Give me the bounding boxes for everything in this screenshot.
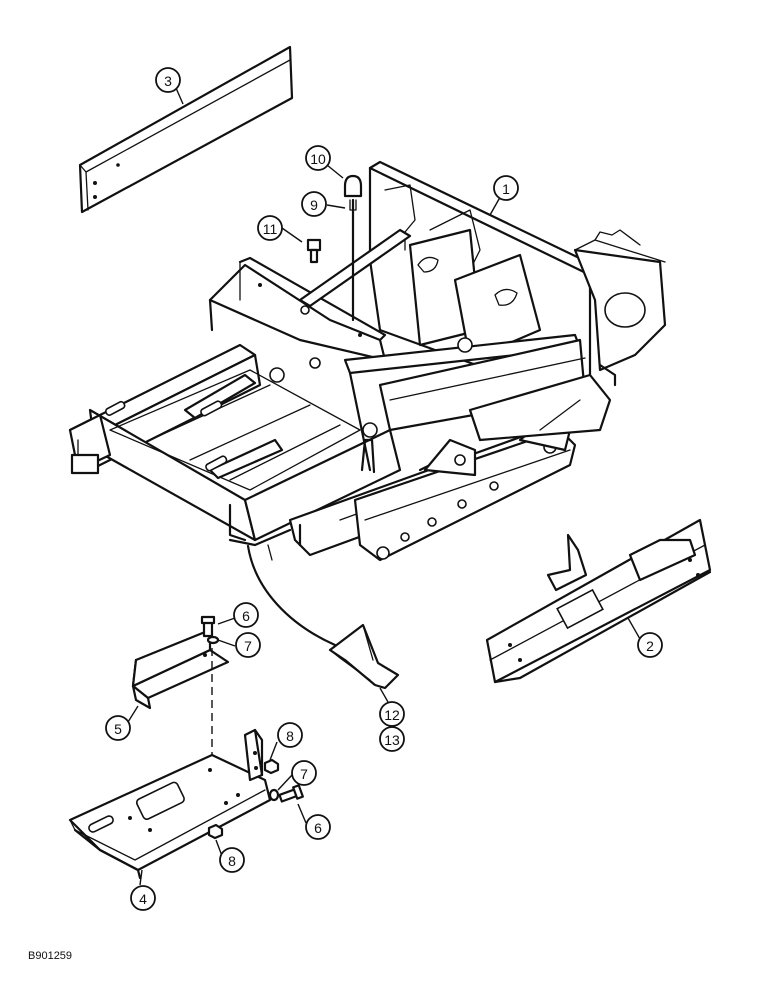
svg-text:13: 13 bbox=[384, 732, 400, 748]
part-3-panel bbox=[78, 45, 294, 214]
part-4-base-plate bbox=[68, 728, 272, 886]
svg-text:8: 8 bbox=[228, 853, 236, 869]
part-5-angle-bracket bbox=[131, 628, 230, 710]
part-7-washer-right bbox=[268, 788, 280, 802]
figure-code: B901259 bbox=[28, 950, 72, 962]
part-1-main-frame bbox=[68, 160, 667, 562]
callout-3: 3 bbox=[155, 67, 181, 93]
svg-text:3: 3 bbox=[164, 73, 172, 89]
callout-4: 4 bbox=[130, 885, 156, 911]
svg-text:8: 8 bbox=[286, 728, 294, 744]
svg-text:4: 4 bbox=[139, 891, 147, 907]
svg-text:6: 6 bbox=[314, 820, 322, 836]
callout-10: 10 bbox=[305, 145, 331, 171]
location-arrow bbox=[246, 544, 337, 647]
part-2-side-rail bbox=[485, 518, 712, 684]
callout-1: 1 bbox=[493, 175, 519, 201]
callout-2: 2 bbox=[637, 632, 663, 658]
callout-6-top: 6 bbox=[233, 602, 259, 628]
svg-text:12: 12 bbox=[384, 707, 400, 723]
callout-9: 9 bbox=[301, 191, 327, 217]
svg-text:9: 9 bbox=[310, 197, 318, 213]
callout-8-right: 8 bbox=[277, 722, 303, 748]
part-8-nut-right bbox=[263, 758, 280, 775]
svg-text:11: 11 bbox=[263, 221, 278, 237]
svg-text:1: 1 bbox=[502, 181, 510, 197]
callout-7-top: 7 bbox=[235, 632, 261, 658]
part-11-bolt bbox=[306, 238, 322, 264]
callout-8-bottom: 8 bbox=[219, 847, 245, 873]
svg-text:2: 2 bbox=[646, 638, 654, 654]
callout-5: 5 bbox=[105, 715, 131, 741]
svg-text:7: 7 bbox=[244, 638, 252, 654]
callout-6-right: 6 bbox=[305, 814, 331, 840]
part-8-nut-bottom bbox=[207, 823, 224, 840]
svg-text:6: 6 bbox=[242, 608, 250, 624]
callout-12: 12 bbox=[379, 701, 405, 727]
part-6-bolt-right bbox=[278, 784, 304, 803]
callout-7-right: 7 bbox=[291, 760, 317, 786]
callout-11: 11 bbox=[257, 215, 283, 241]
callout-13: 13 bbox=[379, 726, 405, 752]
part-12-bracket bbox=[328, 623, 400, 690]
part-10-cap bbox=[343, 174, 363, 198]
svg-text:5: 5 bbox=[114, 721, 122, 737]
svg-text:10: 10 bbox=[310, 151, 326, 167]
part-9-rod bbox=[349, 198, 357, 322]
svg-text:7: 7 bbox=[300, 766, 308, 782]
